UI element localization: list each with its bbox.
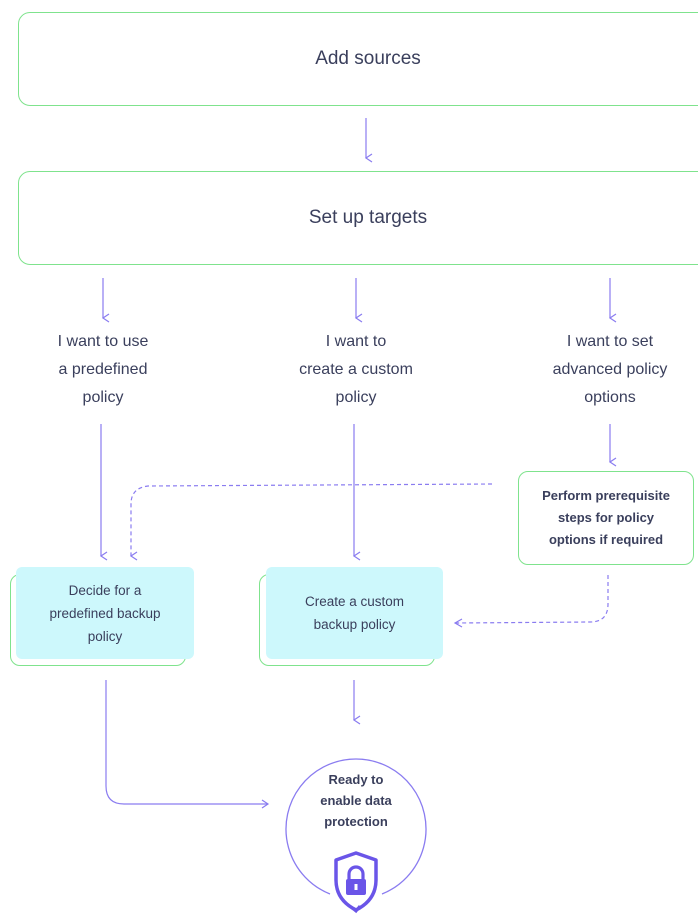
predefined-backup-card: Decide for a predefined backup policy xyxy=(16,567,194,659)
shield-lock-icon xyxy=(334,851,378,914)
dashed-prereq-custom xyxy=(455,575,609,624)
prerequisite-label: Perform prerequisite steps for policy op… xyxy=(542,488,670,547)
add-sources-box: Add sources xyxy=(18,12,698,106)
dashed-prereq-predefined xyxy=(129,483,493,561)
dashed-arrowhead-custom xyxy=(453,618,463,628)
arrow-predefined-ready xyxy=(105,680,270,809)
prerequisite-box: Perform prerequisite steps for policy op… xyxy=(518,471,694,565)
choice-predefined: I want to use a predefined policy xyxy=(57,333,149,406)
add-sources-label: Add sources xyxy=(315,48,421,69)
custom-backup-card: Create a custom backup policy xyxy=(266,567,443,659)
choice-custom: I want to create a custom policy xyxy=(299,333,413,406)
choice-advanced: I want to set advanced policy options xyxy=(552,333,668,406)
set-up-targets-label: Set up targets xyxy=(308,207,428,228)
predefined-card-label: Decide for a predefined backup policy xyxy=(49,582,161,644)
set-up-targets-box: Set up targets xyxy=(18,171,698,265)
ready-label: Ready to enable data protection xyxy=(320,772,392,829)
custom-card-label: Create a custom backup policy xyxy=(304,594,405,632)
ready-circle xyxy=(285,758,427,895)
